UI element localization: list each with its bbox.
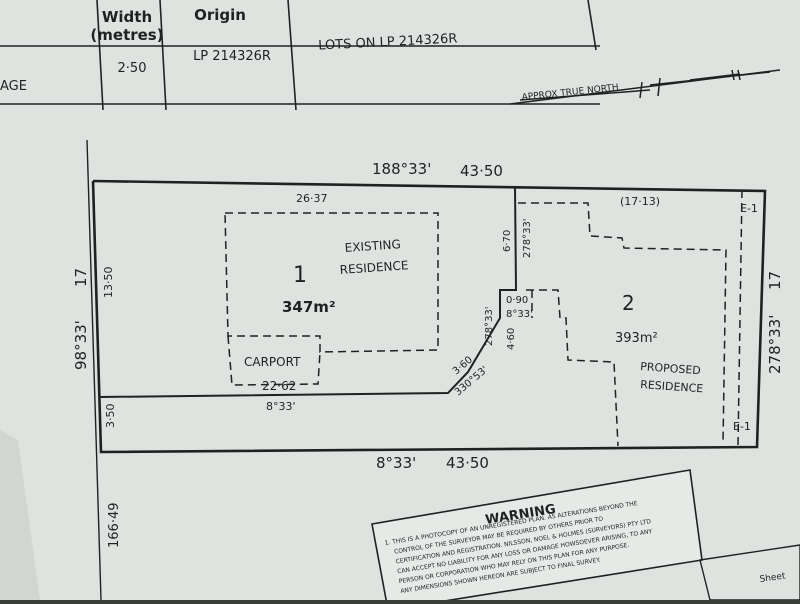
table-header-origin: Origin	[194, 6, 246, 24]
dim-carport-bottom: 22·62	[262, 379, 296, 393]
dim-notch-bearing: 278°33'	[484, 306, 495, 346]
dim-notch-length: 4·60	[506, 328, 517, 350]
north-arrow	[509, 69, 781, 105]
left-extension-distance: 166·49	[107, 503, 122, 549]
sheet-label: Sheet	[759, 571, 787, 585]
table-cell-purpose: AGE	[0, 79, 27, 94]
bottom-distance: 43·50	[446, 454, 489, 472]
lot2-label-line1: PROPOSED	[640, 360, 701, 377]
subdivision-line	[99, 185, 518, 398]
carport-label: CARPORT	[244, 355, 301, 369]
table-cell-width: 2·50	[118, 61, 147, 76]
dim-top-inner: 26·37	[296, 192, 328, 205]
lot-boundary	[86, 139, 767, 601]
lot1-label-line2: RESIDENCE	[339, 258, 409, 277]
lot2-dim-top: (17·13)	[620, 195, 660, 208]
dim-left-lower: 3·50	[104, 404, 117, 429]
dim-notch-top-bearing: 8°33'	[506, 309, 533, 320]
right-distance: 17	[766, 271, 784, 290]
bottom-bearing: 8°33'	[376, 454, 416, 472]
left-distance: 17	[72, 268, 90, 287]
easement-label-top: E-1	[740, 202, 758, 215]
table-header-width: Width(metres)	[90, 8, 163, 44]
easement-label-bottom: E-1	[733, 420, 751, 433]
lot2-area: 393m²	[615, 331, 658, 346]
header-table	[0, 0, 600, 111]
table-cell-land: LOTS ON LP 214326R	[318, 31, 458, 53]
dim-bottom-inner-bearing: 8°33'	[266, 400, 296, 413]
lot2-number: 2	[622, 291, 635, 315]
proposed-residence-outline	[518, 189, 743, 447]
dim-div-bearing: 278°33'	[522, 218, 533, 258]
dim-notch-top: 0·90	[506, 295, 528, 306]
lot2-label-line2: RESIDENCE	[640, 378, 704, 395]
top-bearing: 188°33'	[372, 160, 431, 178]
right-bearing: 278°33'	[766, 315, 784, 374]
sheet-box	[699, 544, 800, 601]
top-distance: 43·50	[460, 162, 503, 180]
dim-div-length: 6·70	[502, 230, 513, 252]
existing-residence-outline	[224, 212, 439, 386]
lot1-number: 1	[293, 263, 307, 288]
left-bearing: 98°33'	[72, 320, 90, 370]
paper-shadow-left	[0, 430, 40, 600]
lot1-area: 347m²	[282, 298, 336, 316]
table-cell-origin: LP 214326R	[193, 49, 271, 64]
dim-left-upper: 13·50	[102, 267, 115, 299]
lot1-label-line1: EXISTING	[344, 237, 401, 255]
